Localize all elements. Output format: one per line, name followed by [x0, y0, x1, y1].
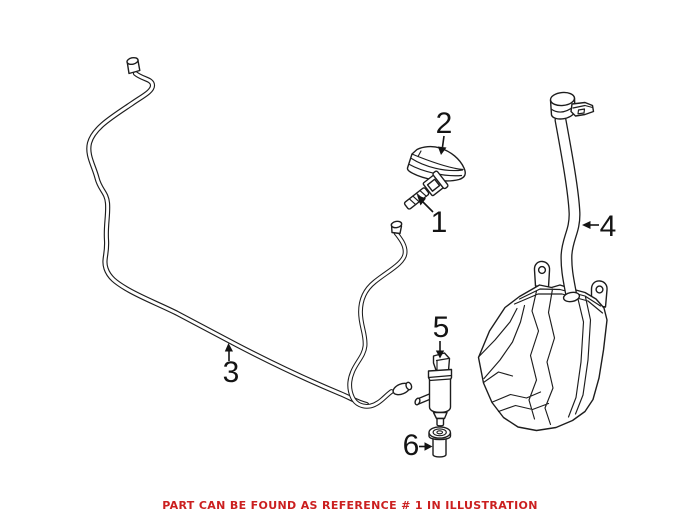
pump-top-connector [432, 352, 451, 373]
reservoir-tank-drawing [477, 260, 608, 432]
callout-2-label: 2 [436, 107, 453, 140]
filler-pipe-end-flange [562, 291, 581, 303]
pump-body-bands [427, 374, 453, 382]
washer-hose-inner [87, 72, 368, 406]
washer-hose-outer [86, 70, 370, 408]
nozzle-hose-inner [348, 231, 407, 408]
grommet-stem [432, 437, 447, 458]
callout-6-arrowhead [424, 442, 433, 451]
washer-nozzle-drawing [403, 170, 449, 210]
pump-top-connector-edges [435, 357, 450, 373]
washer-pump-drawing [414, 352, 453, 427]
tank-body-facets [477, 288, 604, 426]
nozzle-hose-top-connector-end [390, 220, 403, 229]
grommet-drawing [428, 426, 452, 458]
tank-mount-tab-left [533, 260, 551, 288]
nozzle-hose-pump-fitting-tip [405, 381, 413, 391]
nozzle-hose-outer [347, 230, 408, 409]
nozzle-head-flange [432, 170, 449, 190]
callout-3-arrowhead [224, 343, 233, 352]
pump-bottom-taper [432, 411, 448, 420]
callout-5-label: 5 [433, 311, 450, 344]
reference-note: PART CAN BE FOUND AS REFERENCE # 1 IN IL… [162, 499, 538, 512]
nozzle-hose-drawing [347, 220, 413, 409]
callout-1-label: 1 [431, 206, 448, 239]
filler-cap-tab-detail [572, 104, 594, 115]
pump-spout-end [414, 397, 421, 406]
filler-pipe-drawing [549, 91, 595, 303]
washer-hose-start-nipple-top [126, 56, 139, 66]
callout-5-arrowhead [435, 350, 445, 359]
callouts: 1 2 3 4 5 6 [223, 107, 617, 462]
grommet-center-hole [436, 430, 444, 435]
callout-2-arrowhead [437, 146, 447, 155]
callout-4-label: 4 [600, 210, 617, 243]
grommet-flange-ring [432, 428, 447, 437]
callout-6-label: 6 [403, 429, 420, 462]
callout-1-arrow [422, 201, 434, 213]
nozzle-head-channel [426, 178, 441, 192]
filler-cap-top [549, 91, 576, 107]
callout-3-label: 3 [223, 356, 240, 389]
callout-2-arrow [441, 135, 445, 148]
callout-4-arrowhead [582, 221, 591, 229]
tank-mount-hole-right [595, 285, 604, 294]
tank-mount-hole-left [537, 265, 547, 275]
washer-hose-drawing [86, 56, 370, 408]
filler-pipe-inner [555, 115, 580, 301]
pump-bottom-nipple [436, 417, 445, 427]
callout-1-arrowhead [417, 195, 426, 206]
